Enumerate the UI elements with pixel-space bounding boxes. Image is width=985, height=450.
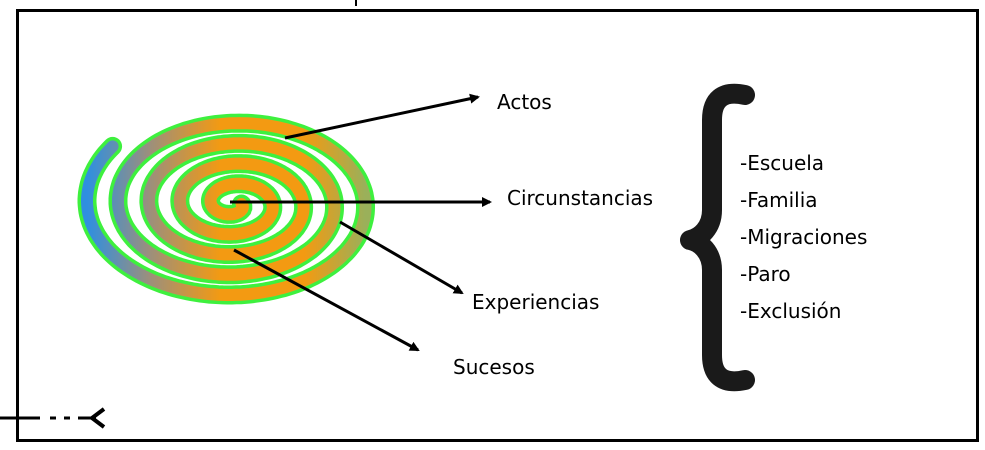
label-sucesos: Sucesos (453, 355, 535, 379)
arrow-sucesos (233, 248, 420, 352)
list-item-familia: -Familia (740, 188, 818, 212)
diagram-frame (16, 9, 979, 442)
dash-dot-arrow (0, 407, 106, 429)
spiral (77, 113, 375, 305)
list-item-migraciones: -Migraciones (740, 225, 868, 249)
spiral-fill (81, 117, 372, 301)
arrow-experiencias (339, 220, 464, 295)
label-circunstancias: Circunstancias (507, 186, 654, 210)
label-actos: Actos (497, 90, 552, 114)
top-tick-mark (355, 0, 357, 6)
list-item-escuela: -Escuela (740, 151, 825, 175)
label-experiencias: Experiencias (472, 290, 600, 314)
list-item-exclusion: -Exclusión (740, 299, 842, 323)
factors-list: -Escuela -Familia -Migraciones -Paro -Ex… (740, 145, 867, 330)
arrow-actos (284, 93, 480, 140)
list-item-paro: -Paro (740, 262, 791, 286)
curly-brace (680, 83, 755, 392)
